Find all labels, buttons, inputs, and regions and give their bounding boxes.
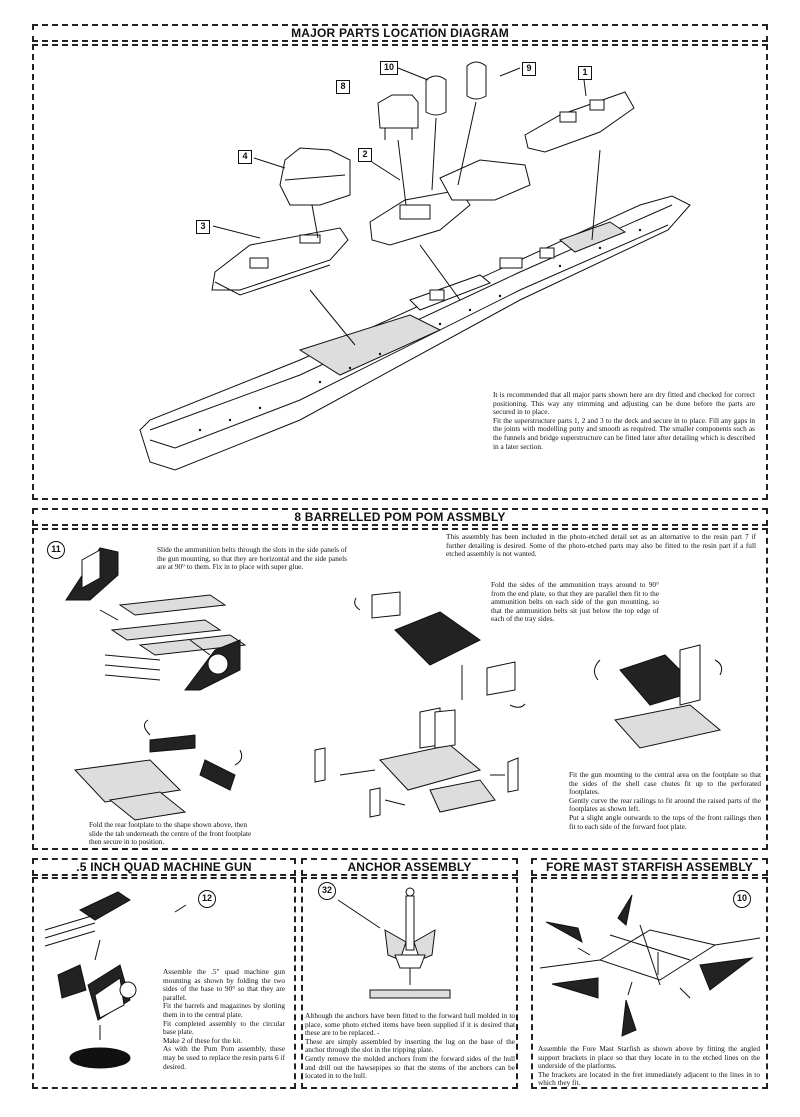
- quad-header: .5 INCH QUAD MACHINE GUN: [32, 858, 296, 876]
- funnel-10: [425, 75, 447, 116]
- foremast-panel: [531, 877, 768, 1089]
- anchor-diagram: [337, 887, 451, 999]
- pompom-trays-text: Fold the sides of the ammunition trays a…: [491, 580, 659, 624]
- quad-diagram: [44, 891, 187, 1069]
- step-32-badge: 32: [318, 882, 336, 900]
- quad-panel: [32, 877, 296, 1089]
- step-12-badge: 12: [198, 890, 216, 908]
- part-label-8: 8: [336, 80, 350, 94]
- part-4: [279, 147, 351, 206]
- major-parts-title: MAJOR PARTS LOCATION DIAGRAM: [291, 26, 509, 40]
- funnel-9: [466, 61, 487, 100]
- quad-title: .5 INCH QUAD MACHINE GUN: [76, 860, 252, 874]
- pompom-belts-text: Slide the ammunition belts through the s…: [157, 545, 347, 572]
- ship-diagram: [139, 61, 691, 471]
- quad-text: Assemble the .5" quad machine gun mounti…: [163, 967, 285, 1071]
- pompom-fit-text: Fit the gun mounting to the central area…: [569, 770, 761, 831]
- hull-side: [149, 224, 669, 449]
- bridge-block: [439, 159, 531, 201]
- anchor-title: ANCHOR ASSEMBLY: [347, 860, 472, 874]
- part-label-10: 10: [380, 61, 398, 75]
- foremast-diagram: [539, 894, 761, 1037]
- pompom-diagrams: [65, 547, 723, 821]
- anchor-panel: [301, 877, 518, 1089]
- step-10-badge: 10: [733, 890, 751, 908]
- pompom-footplate-text: Fold the rear footplate to the shape sho…: [89, 820, 252, 847]
- part-label-3: 3: [196, 220, 210, 234]
- part-label-2: 2: [358, 148, 372, 162]
- step-11-badge: 11: [47, 541, 65, 559]
- anchor-header: ANCHOR ASSEMBLY: [301, 858, 518, 876]
- part-label-9: 9: [522, 62, 536, 76]
- pompom-panel: [32, 528, 768, 850]
- pompom-header: 8 BARRELLED POM POM ASSMBLY: [32, 508, 768, 526]
- pompom-intro-text: This assembly has been included in the p…: [446, 532, 756, 559]
- anchor-text: Although the anchors have been fitted to…: [305, 1011, 515, 1081]
- foremast-text: Assemble the Fore Mast Starfish as shown…: [538, 1044, 760, 1088]
- part-label-1: 1: [578, 66, 592, 80]
- pompom-title: 8 BARRELLED POM POM ASSMBLY: [294, 510, 506, 524]
- part-label-4: 4: [238, 150, 252, 164]
- major-parts-note: It is recommended that all major parts s…: [493, 390, 755, 451]
- major-parts-panel: [32, 44, 768, 500]
- major-parts-header: MAJOR PARTS LOCATION DIAGRAM: [32, 24, 768, 42]
- part-1: [524, 91, 635, 153]
- part-8: [377, 94, 419, 129]
- foremast-title: FORE MAST STARFISH ASSEMBLY: [546, 860, 753, 874]
- foremast-header: FORE MAST STARFISH ASSEMBLY: [531, 858, 768, 876]
